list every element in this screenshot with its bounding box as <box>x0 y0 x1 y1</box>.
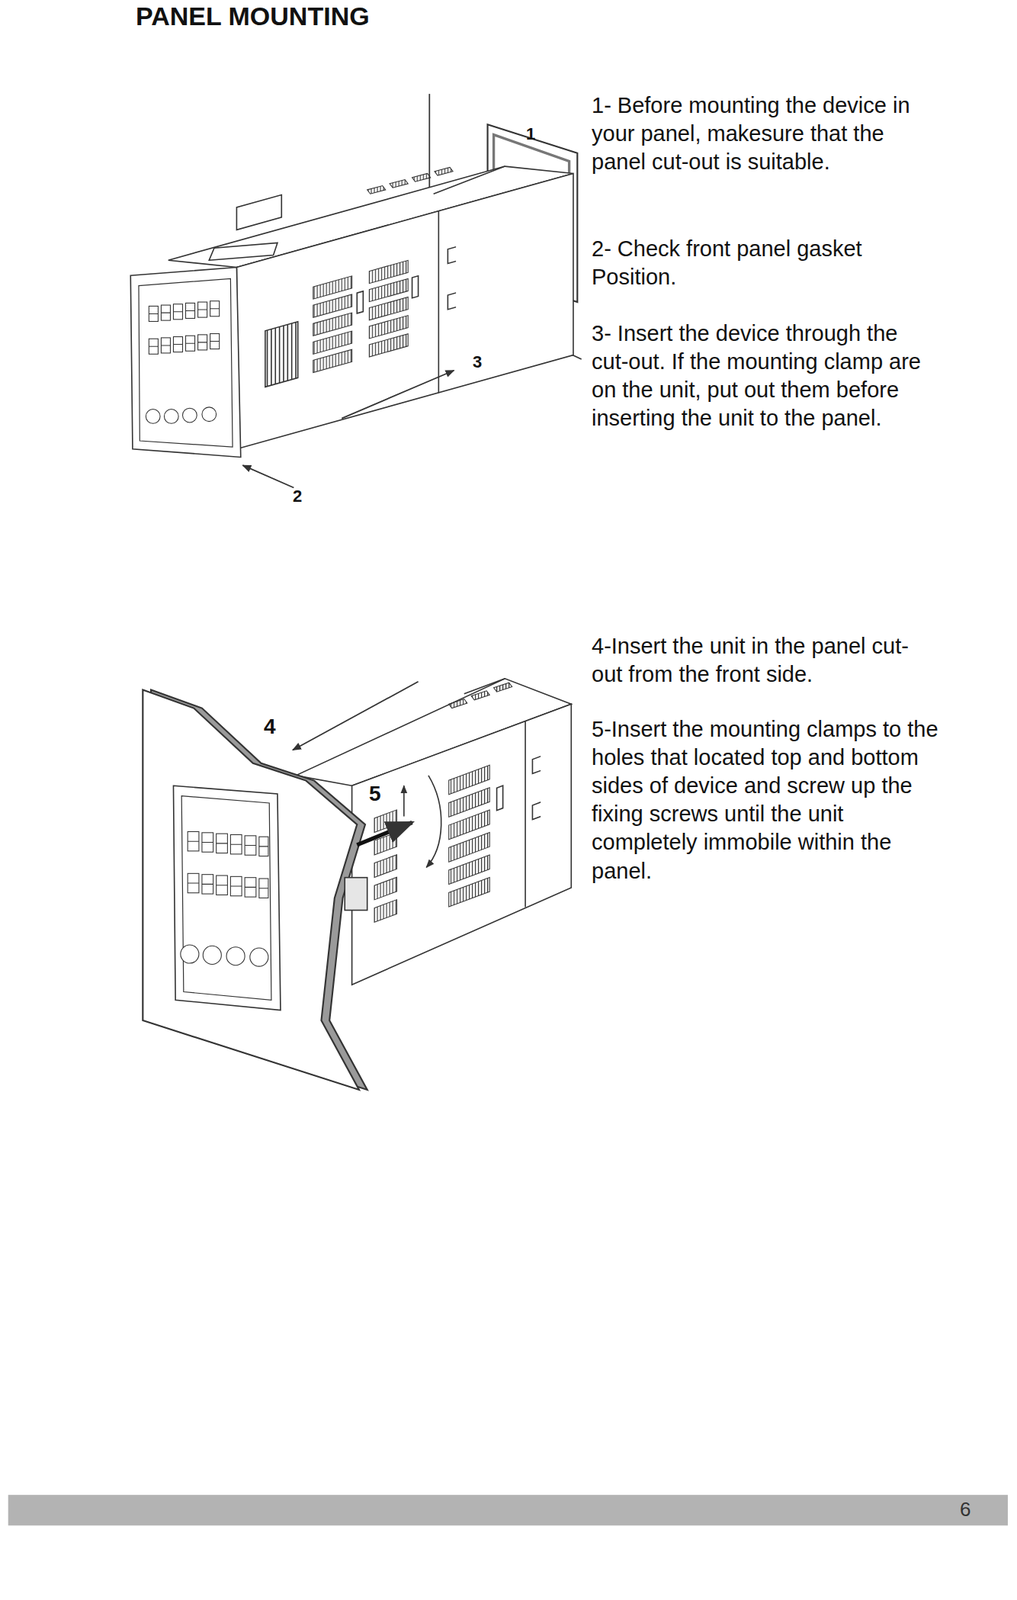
device-body <box>449 699 468 709</box>
device-front <box>180 830 269 966</box>
callout-number: 2 <box>292 485 302 507</box>
device-body <box>433 166 506 393</box>
device-front <box>181 795 272 1001</box>
device-body <box>236 173 574 449</box>
device-body <box>389 179 408 188</box>
device-front <box>173 785 280 1010</box>
device-body <box>471 690 490 700</box>
device-body <box>434 166 453 176</box>
device-body <box>236 194 282 230</box>
instruction-step: 3- Insert the device through the cut-out… <box>591 319 939 433</box>
mounting-clamp <box>403 785 405 816</box>
device-front <box>145 409 161 424</box>
move-arrow <box>292 681 419 751</box>
page-number: 6 <box>959 1496 971 1522</box>
device-body <box>367 166 453 194</box>
device-front <box>187 840 269 847</box>
device-front <box>173 785 280 1010</box>
device-body <box>494 682 513 692</box>
device-body <box>374 899 397 923</box>
move-arrow <box>242 370 454 488</box>
device-body <box>374 876 397 900</box>
page-title: PANEL MOUNTING <box>135 1 370 32</box>
device-front <box>202 945 222 964</box>
device-front <box>138 278 233 447</box>
device-body <box>367 186 386 195</box>
callout-number: 1 <box>526 123 536 145</box>
device-body <box>374 745 541 934</box>
panel-edge <box>428 93 430 199</box>
instruction-step: 1- Before mounting the device in your pa… <box>591 91 939 177</box>
device-body <box>368 333 408 357</box>
device-front <box>226 946 245 966</box>
mounting-clamp <box>426 775 441 867</box>
callout-number: 3 <box>472 351 482 373</box>
device-body <box>352 703 572 985</box>
mounting-clamp <box>356 821 412 844</box>
device-body <box>412 275 419 299</box>
device-body <box>374 764 490 934</box>
device-body <box>449 876 491 907</box>
device-body <box>267 322 296 387</box>
device-front <box>130 267 241 458</box>
device-front <box>250 947 269 966</box>
move-arrow <box>242 465 294 488</box>
move-arrow <box>341 370 454 419</box>
device-front <box>145 301 219 424</box>
device-front <box>163 409 179 424</box>
device-front <box>202 407 217 422</box>
mounting-panel <box>142 689 360 1090</box>
device-body <box>412 173 431 182</box>
device-body <box>447 247 456 310</box>
callout-number: 5 <box>368 779 382 808</box>
device-front <box>182 407 198 423</box>
device-body <box>313 349 353 373</box>
device-front <box>148 308 219 315</box>
device-body <box>356 291 363 314</box>
device-front <box>187 882 269 889</box>
move-arrow <box>292 681 419 751</box>
device-body <box>497 785 504 810</box>
device-body <box>313 259 408 373</box>
mounting-panel <box>142 689 367 1090</box>
footer-bar <box>8 1494 1008 1525</box>
device-body <box>532 756 541 820</box>
device-body <box>265 321 299 388</box>
device-front <box>130 267 241 458</box>
instruction-step: 5-Insert the mounting clamps to the hole… <box>591 715 939 886</box>
device-body <box>374 854 397 878</box>
device-body <box>208 242 278 260</box>
mounting-clamp <box>344 877 367 911</box>
device-body <box>265 247 456 388</box>
instruction-step: 4-Insert the unit in the panel cut-out f… <box>591 632 939 689</box>
mounting-clamp <box>344 775 441 911</box>
device-body <box>449 682 513 708</box>
instruction-step: 2- Check front panel gasket Position. <box>591 234 939 292</box>
device-front <box>148 341 219 347</box>
device-front <box>180 944 199 963</box>
callout-number: 4 <box>263 712 276 741</box>
